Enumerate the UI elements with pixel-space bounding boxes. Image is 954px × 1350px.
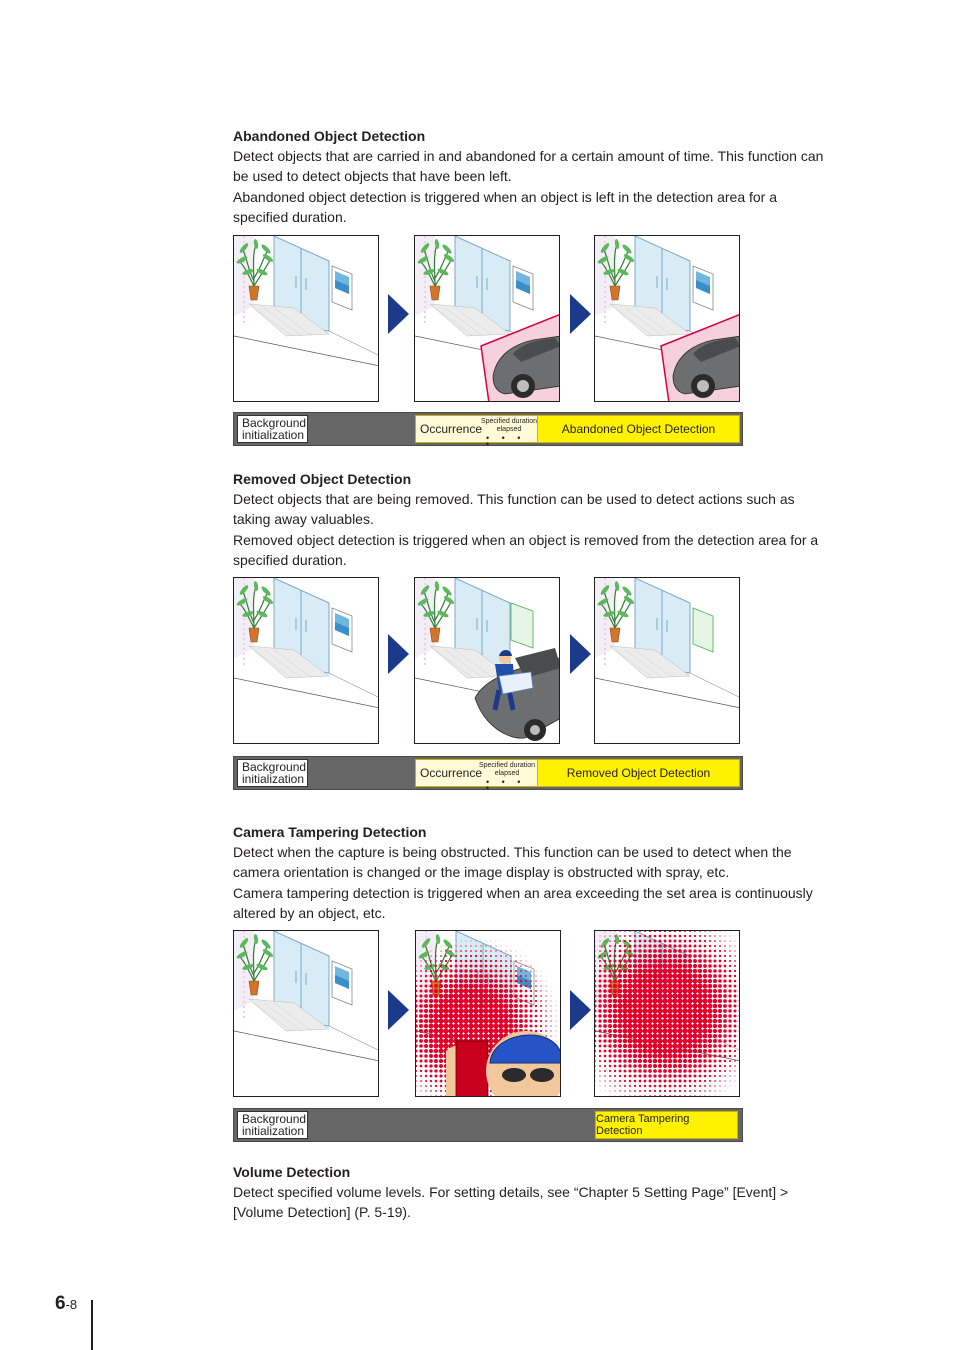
page-number-rule [91,1300,93,1350]
removed-panel-thief-scene [414,577,560,744]
scene-illustration [595,236,739,401]
abandoned-paragraph-2: Abandoned object detection is triggered … [233,188,778,225]
background-initialization-label: Background initialization [237,415,308,443]
tampering-paragraph-2: Camera tampering detection is triggered … [233,884,813,921]
chapter-number: 6 [55,1293,66,1314]
scene-illustration [415,236,559,401]
arrow-right-icon [570,294,591,334]
removed-detection-box: Removed Object Detection [537,759,740,787]
abandoned-timeline: Background initialization Occurrence Spe… [233,412,743,449]
arrow-right-icon [570,634,591,674]
removed-timeline: Background initialization Occurrence Spe… [233,756,743,793]
removed-paragraph-2: Removed object detection is triggered wh… [233,531,819,568]
removed-panel-poster-scene [233,577,379,744]
specified-duration-label: Specified duration elapsed [480,418,538,433]
scene-illustration [415,578,559,741]
tampering-timeline: Background initialization Camera Tamperi… [233,1108,743,1142]
page-sub-number: -8 [65,1297,78,1312]
scene-illustration [416,931,560,1096]
abandoned-panel-car-left [594,235,740,402]
duration-dots-icon: • • • • [486,777,526,793]
volume-section: Volume Detection Detect specified volume… [233,1162,833,1223]
removed-panel-poster-gone [594,577,740,744]
occurrence-label: Occurrence [420,766,483,780]
arrow-right-icon [388,294,409,334]
scene-illustration [595,931,739,1096]
duration-dots-icon: • • • • [486,433,526,449]
tampering-panel-spray-scene [415,930,561,1097]
tampering-detection-box: Camera Tampering Detection [595,1111,738,1139]
specified-duration-label: Specified duration elapsed [478,762,536,777]
tampering-panel-clear-scene [233,930,379,1097]
page-number: 6-8 [55,1293,77,1315]
removed-paragraph-1: Detect objects that are being removed. T… [233,491,795,528]
scene-illustration [234,236,378,366]
arrow-right-icon [570,990,591,1030]
volume-paragraph-1: Detect specified volume levels. For sett… [233,1184,789,1221]
arrow-right-icon [388,990,409,1030]
background-initialization-label: Background initialization [237,759,308,787]
volume-heading: Volume Detection [233,1164,351,1180]
occurrence-box: Occurrence Specified duration elapsed • … [415,759,538,793]
removed-heading: Removed Object Detection [233,471,412,487]
occurrence-label: Occurrence [420,422,483,436]
background-initialization-label: Background initialization [237,1111,308,1139]
tampering-heading: Camera Tampering Detection [233,824,427,840]
abandoned-section: Abandoned Object Detection Detect object… [233,126,833,227]
abandoned-panel-car-arrives [414,235,560,402]
abandoned-heading: Abandoned Object Detection [233,128,426,144]
scene-illustration [595,578,739,708]
arrow-right-icon [388,634,409,674]
tampering-panel-obstructed [594,930,740,1097]
tampering-section: Camera Tampering Detection Detect when t… [233,822,833,923]
abandoned-paragraph-1: Detect objects that are carried in and a… [233,148,824,185]
removed-section: Removed Object Detection Detect objects … [233,469,833,570]
scene-illustration [234,931,378,1061]
tampering-paragraph-1: Detect when the capture is being obstruc… [233,844,792,881]
occurrence-box: Occurrence Specified duration elapsed • … [415,415,538,449]
scene-illustration [234,578,378,708]
abandoned-detection-box: Abandoned Object Detection [537,415,740,443]
abandoned-panel-empty-scene [233,235,379,402]
